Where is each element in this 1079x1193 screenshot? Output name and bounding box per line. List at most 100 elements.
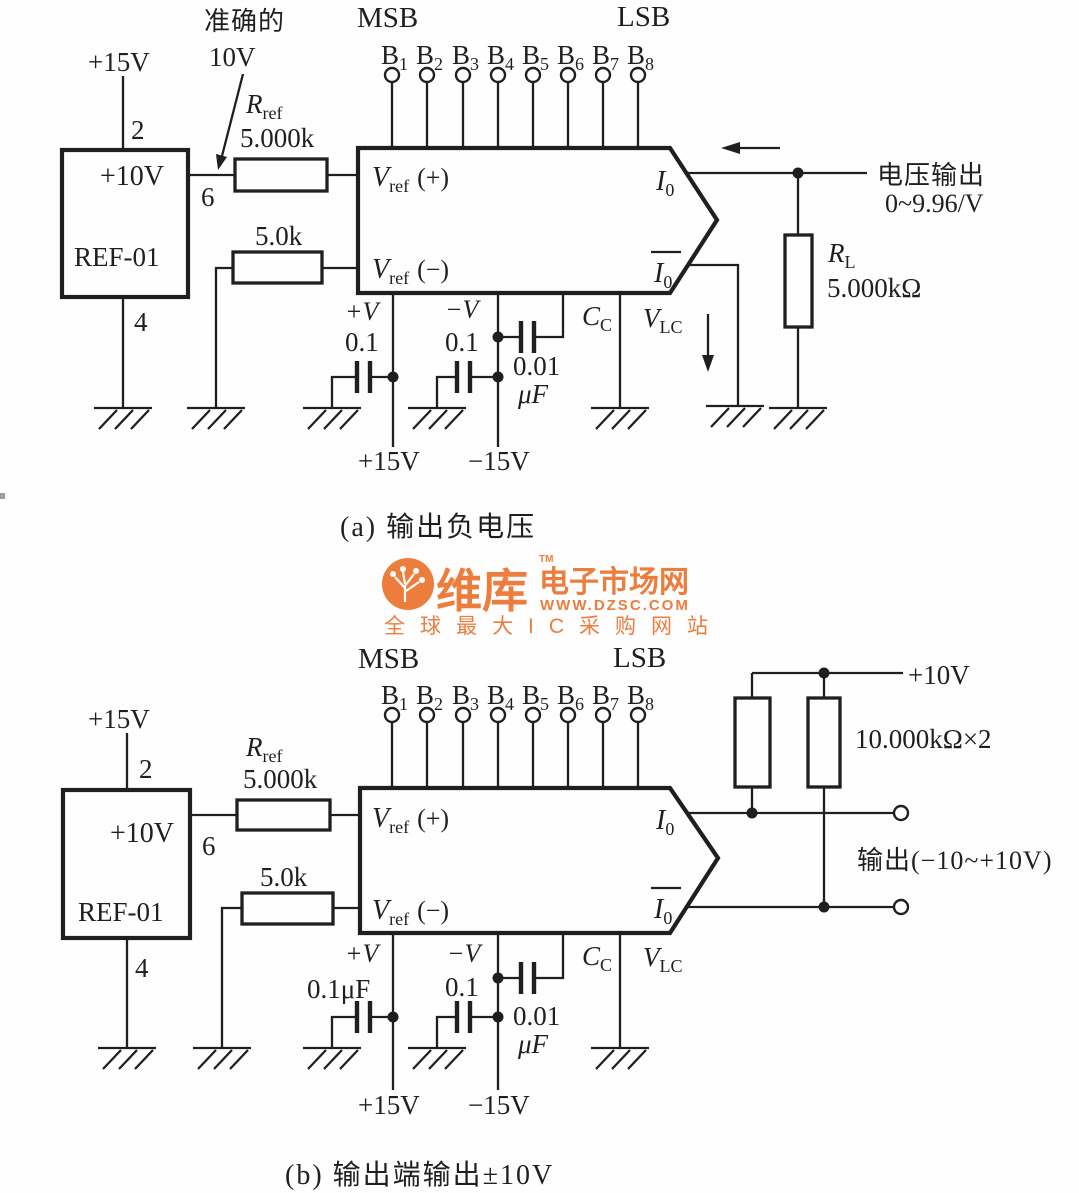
cap3-value: 0.01	[513, 351, 560, 381]
r5k-body	[240, 891, 335, 926]
r5k-body	[231, 250, 324, 285]
rref-body	[235, 798, 332, 832]
lsb-label-a: LSB	[617, 1, 670, 33]
dac-pin-vref-minus: Vref(−)	[372, 254, 449, 288]
capacitor-icon	[521, 321, 534, 353]
rl-name: RL	[827, 238, 856, 272]
dac-pin-i0bar: I0	[653, 258, 672, 292]
cap1-value: 0.1μF	[307, 974, 370, 1004]
pin2-label-a: 2	[131, 115, 145, 145]
dac-pin-plus-v: +V	[345, 297, 382, 326]
dac-pin-plus-v: +V	[345, 939, 382, 968]
msb-label-b: MSB	[358, 643, 419, 675]
ref01-name-label: REF-01	[74, 242, 160, 272]
svg-text:B8: B8	[627, 680, 654, 714]
pullup-r1-body	[733, 696, 772, 789]
watermark-circuit-tree-icon	[390, 566, 425, 602]
msb-label-a: MSB	[357, 2, 418, 34]
rref-resistor-b: Rref 5.000k	[190, 732, 360, 832]
dac-outline-b	[357, 785, 721, 936]
supply-pos15-top-a: +15V	[88, 47, 150, 77]
r5k-resistor-b: 5.0k	[191, 862, 360, 1071]
minus15-label: −15V	[468, 1090, 530, 1120]
dac-outline-a	[355, 145, 720, 296]
dac-pin-vref-plus: Vref(+)	[372, 162, 449, 196]
capacitor-icon	[457, 361, 470, 393]
circuit-b: +10V REF-01 +15V 2 4 6 Rref 5.000k 5.0k …	[60, 642, 1052, 1191]
pin4-label-a: 4	[134, 307, 148, 337]
scan-artifact	[0, 493, 5, 499]
cap2-leads	[435, 375, 498, 407]
ref01-voltage-label: +10V	[110, 818, 174, 849]
bit-terminals-b	[383, 706, 647, 788]
pin4-label-b: 4	[135, 953, 149, 983]
cap1-leads	[330, 1015, 393, 1047]
annotation-arrow-head-icon	[216, 154, 227, 170]
dac-block-a: Vref(+) Vref(−) I0 I0 +V −V CC VLC	[345, 145, 720, 337]
capacitor-icon	[521, 962, 534, 994]
annotation-text-2: 10V	[209, 42, 256, 72]
circuit-a: +10V REF-01 +15V 2 4 6 准确的 10V Rref 5.00…	[59, 1, 985, 543]
watermark-site-name: 电子市场网	[539, 565, 689, 599]
ref01-name-label: REF-01	[78, 897, 164, 927]
voltage-output-label: 电压输出	[877, 161, 985, 190]
dac-pin-minus-v: −V	[445, 295, 482, 324]
rl-value: 5.000kΩ	[827, 273, 921, 303]
svg-text:B7: B7	[592, 40, 619, 74]
cap2-leads	[435, 1015, 498, 1047]
supply-decoupling-a: +15V −15V 0.1 0.1 0.01 μF	[301, 293, 651, 476]
dac-pin-minus-v: −V	[447, 939, 484, 968]
rref-body	[233, 157, 329, 193]
down-arrow-icon	[702, 355, 714, 372]
ground-icon	[301, 1046, 363, 1071]
ref01-voltage-label: +10V	[100, 161, 164, 192]
svg-text:B2: B2	[416, 40, 443, 74]
pullup-r2-body	[806, 696, 842, 789]
svg-text:B5: B5	[522, 680, 549, 714]
svg-text:B4: B4	[487, 40, 514, 74]
watermark-tagline: 全球最大IC采购网站	[384, 615, 723, 638]
cap3-unit: μF	[517, 1029, 549, 1059]
pullup-value: 10.000kΩ×2	[855, 724, 992, 754]
output-network-a: 电压输出 0~9.96/V RL 5.000kΩ	[686, 142, 985, 431]
output-network-b: +10V 10.000kΩ×2 输出(−10~+10V)	[687, 660, 1052, 916]
ref01-chip-b: +10V REF-01 +15V 2 4 6	[60, 704, 216, 1071]
bit-labels-a: B1 B2 B3 B4 B5 B6 B7 B8	[381, 40, 654, 74]
annotation-text-1: 准确的	[204, 7, 285, 36]
rref-value: 5.000k	[240, 123, 315, 153]
cap3-leads	[498, 293, 565, 339]
r5k-resistor-a: 5.0k	[185, 221, 358, 431]
svg-text:B3: B3	[452, 40, 479, 74]
dac-pin-vlc: VLC	[643, 303, 683, 337]
dac-pin-cc: CC	[582, 941, 612, 975]
svg-text:B6: B6	[557, 680, 584, 714]
svg-text:B7: B7	[592, 680, 619, 714]
cap3-unit: μF	[517, 379, 549, 409]
ground-icon	[589, 1046, 651, 1071]
rref-value: 5.000k	[243, 764, 318, 794]
ground-icon	[185, 406, 247, 431]
minus15-label: −15V	[468, 446, 530, 476]
cap2-value: 0.1	[445, 972, 479, 1002]
capacitor-icon	[457, 1001, 470, 1033]
svg-text:B2: B2	[416, 680, 443, 714]
svg-text:B8: B8	[627, 40, 654, 74]
dac-pin-i0: I0	[655, 166, 674, 200]
dac-pin-vref-minus: Vref(−)	[372, 895, 449, 929]
pin2-label-b: 2	[139, 754, 153, 784]
cap1-leads	[330, 375, 393, 407]
annotation-accurate-10v: 准确的 10V	[204, 7, 285, 170]
plus15-label: +15V	[358, 1090, 420, 1120]
dac-pin-i0: I0	[655, 805, 674, 839]
output-terminal-icon	[892, 898, 910, 916]
output-terminal-icon	[892, 804, 910, 822]
wire-r5k-to-gnd	[214, 266, 233, 407]
rl-body	[783, 233, 814, 329]
rref-name: Rref	[245, 732, 282, 766]
bit-labels-b: B1 B2 B3 B4 B5 B6 B7 B8	[381, 680, 654, 714]
bit-terminals-a	[383, 66, 647, 148]
wire-r5k-to-gnd	[220, 906, 242, 1047]
svg-text:B1: B1	[381, 40, 408, 74]
